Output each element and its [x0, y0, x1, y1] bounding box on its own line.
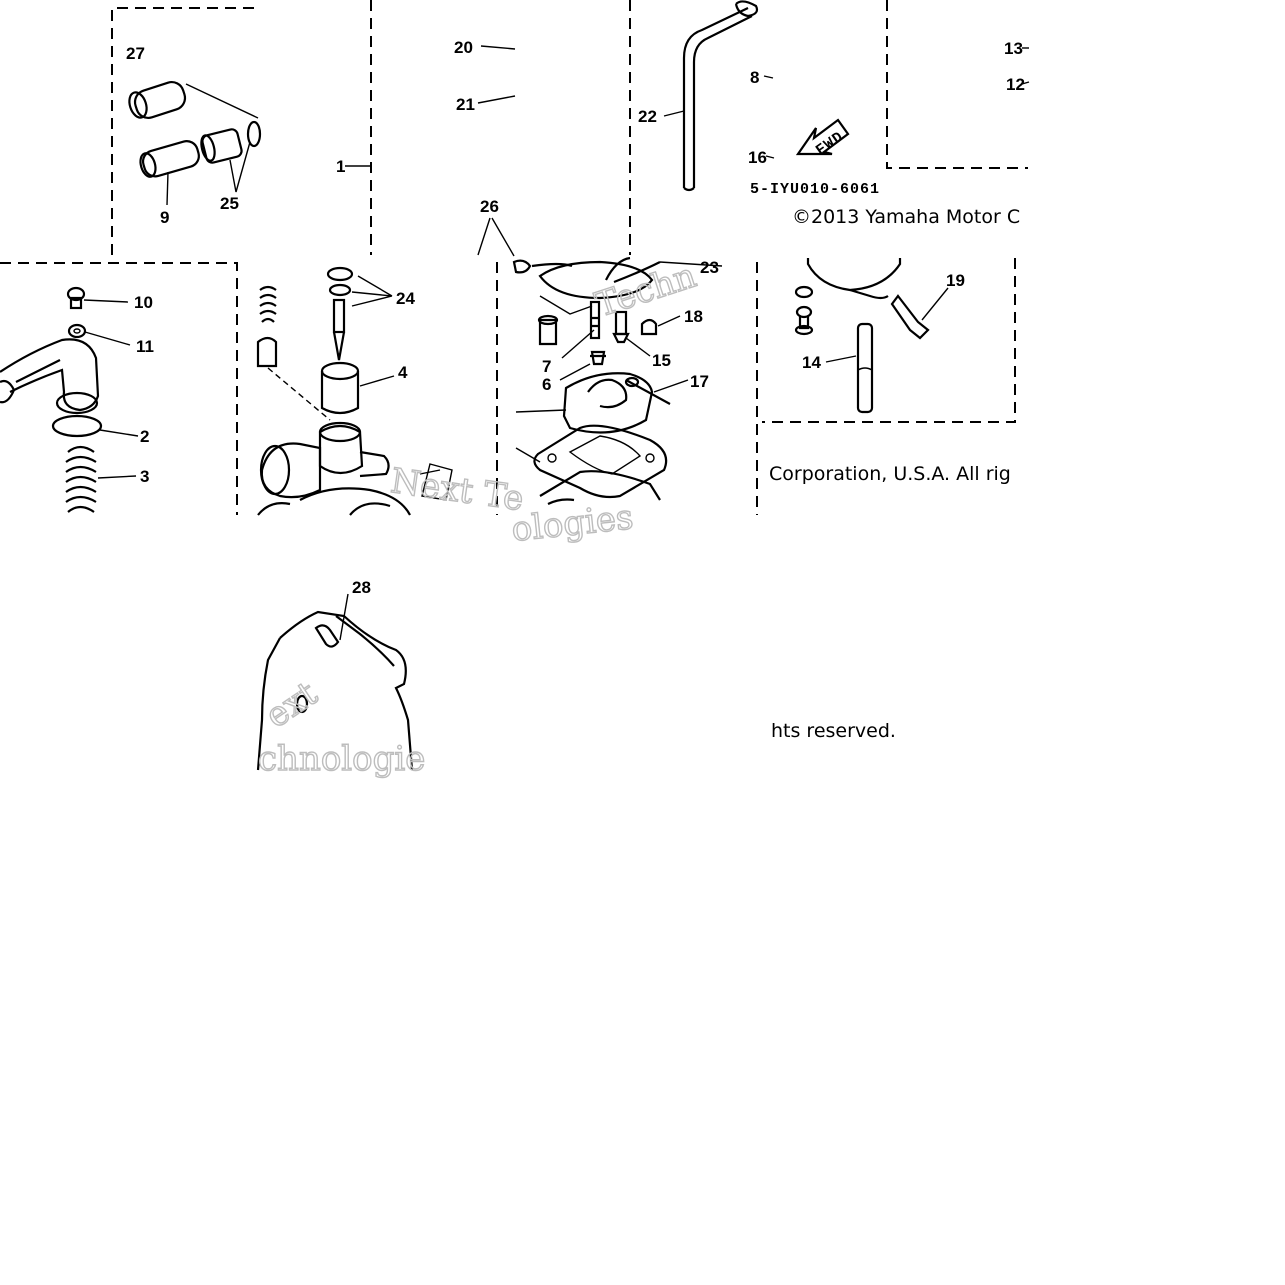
callout-13: 13: [1004, 39, 1023, 58]
diagram-tile-middle: [0, 256, 1016, 516]
callout-2: 2: [140, 427, 149, 446]
callout-6: 6: [542, 375, 551, 394]
part-18-plug: [640, 315, 681, 336]
copyright-line-1: ©2013 Yamaha Motor C: [792, 206, 1020, 228]
watermark-5: chnologie: [258, 739, 425, 779]
diagram-tile-upper: FWD: [111, 0, 1030, 257]
part-17-float: [515, 372, 689, 434]
copyright-line-3: hts reserved.: [771, 720, 896, 742]
watermark-4: ext: [258, 673, 325, 736]
dashed-frame-left: [111, 7, 258, 255]
fwd-arrow-icon: FWD: [795, 118, 850, 159]
part-carburetor-body: [257, 367, 453, 516]
callout-16: 16: [748, 148, 767, 167]
dashed-frame-mid-left: [0, 262, 238, 515]
part-28-bracket: [256, 593, 414, 771]
part-10-screw: [66, 286, 129, 310]
part-bowl-screw: [794, 285, 814, 336]
copyright-line-2: Corporation, U.S.A. All rig: [769, 463, 1011, 485]
callout-1: 1: [336, 157, 345, 176]
callout-3: 3: [140, 467, 149, 486]
callout-14: 14: [802, 353, 821, 372]
leader-16: [765, 155, 775, 159]
callout-7: 7: [542, 357, 551, 376]
dashed-frame-float-chamber: [762, 258, 1016, 423]
leader-21: [477, 95, 516, 104]
callout-21: 21: [456, 95, 475, 114]
callout-26: 26: [480, 197, 499, 216]
leader-8: [763, 75, 774, 79]
callout-4: 4: [398, 363, 408, 382]
callout-labels: 27 9 25 1 20 21 26 22 8 16 13 12 10 11 2…: [126, 38, 1025, 597]
part-gasket: [515, 424, 668, 505]
leader-12: [1021, 81, 1030, 85]
part-4-sleeve: [320, 361, 395, 415]
callout-24: 24: [396, 289, 415, 308]
callout-8: 8: [750, 68, 759, 87]
part-float-chamber-bowl: [806, 258, 902, 300]
callout-27: 27: [126, 44, 145, 63]
part-6-jet: [559, 350, 606, 381]
part-19-screw: [890, 287, 949, 340]
callout-23: 23: [700, 258, 719, 277]
drawing-code: 5-IYU010-6061: [750, 181, 880, 198]
watermarks: Techn Next Te ologies ext chnologie: [257, 255, 701, 780]
watermark-3: ologies: [510, 497, 636, 550]
leader-20: [480, 45, 516, 50]
callout-19: 19: [946, 271, 965, 290]
part-27-cap: [128, 80, 259, 120]
watermark-2: Next Te: [388, 461, 526, 519]
callout-9: 9: [160, 208, 169, 227]
part-11-washer: [67, 323, 131, 346]
callout-28: 28: [352, 578, 371, 597]
dashed-frame-right: [886, 0, 1028, 169]
callout-11: 11: [136, 337, 154, 356]
callout-10: 10: [134, 293, 153, 312]
callout-20: 20: [454, 38, 473, 57]
part-9-cap: [139, 140, 200, 206]
callout-25: 25: [220, 194, 239, 213]
callout-22: 22: [638, 107, 657, 126]
part-2-elbow-fitting: [0, 338, 139, 438]
part-jet-spring: [256, 285, 278, 368]
part-14-tube: [825, 322, 874, 414]
part-24-needle: [326, 266, 393, 361]
part-main-jet: [589, 300, 601, 340]
part-3-spring: [65, 445, 137, 513]
diagram-tile-lower: [256, 593, 414, 771]
part-25-collar: [200, 120, 262, 193]
callout-15: 15: [652, 351, 671, 370]
callout-12: 12: [1006, 75, 1025, 94]
callout-18: 18: [684, 307, 703, 326]
part-15-jet: [612, 310, 651, 357]
part-22-bent-tube: [663, 0, 759, 192]
part-7-jet: [537, 314, 595, 359]
leader-26: [477, 217, 515, 257]
callout-17: 17: [690, 372, 709, 391]
part-23-cover: [512, 256, 723, 315]
